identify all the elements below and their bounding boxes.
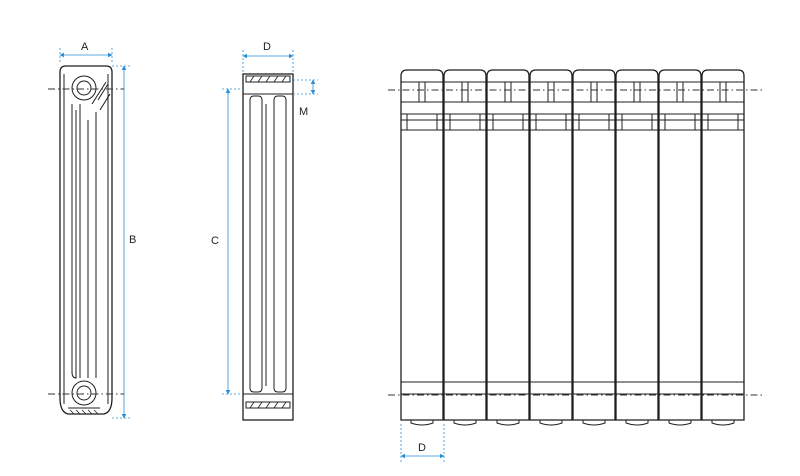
dimension-d-bottom: D [400, 424, 445, 462]
dimension-m: M [293, 79, 318, 118]
radiator-section [443, 69, 487, 426]
dimension-c-label: C [211, 235, 219, 247]
dimension-m-label: M [299, 106, 308, 118]
radiator-section [486, 69, 530, 426]
dimension-b-label: B [129, 234, 136, 246]
dimension-a: A [59, 41, 113, 64]
dimension-a-label: A [81, 41, 89, 53]
radiator-section [658, 69, 702, 426]
radiator-section [615, 69, 659, 426]
radiator-section [529, 69, 573, 426]
radiator-section [400, 69, 444, 426]
dimension-d-bottom-label: D [418, 442, 426, 454]
side-profile-view [59, 65, 113, 415]
dimension-d-side: D [242, 41, 294, 72]
dimension-d-side-label: D [263, 41, 271, 53]
radiator-section [701, 69, 745, 426]
radiator-section [572, 69, 616, 426]
dimension-c: C [211, 88, 243, 395]
front-section-view [242, 73, 294, 421]
dimension-b: B [112, 65, 136, 419]
radiator-sections [400, 69, 745, 426]
